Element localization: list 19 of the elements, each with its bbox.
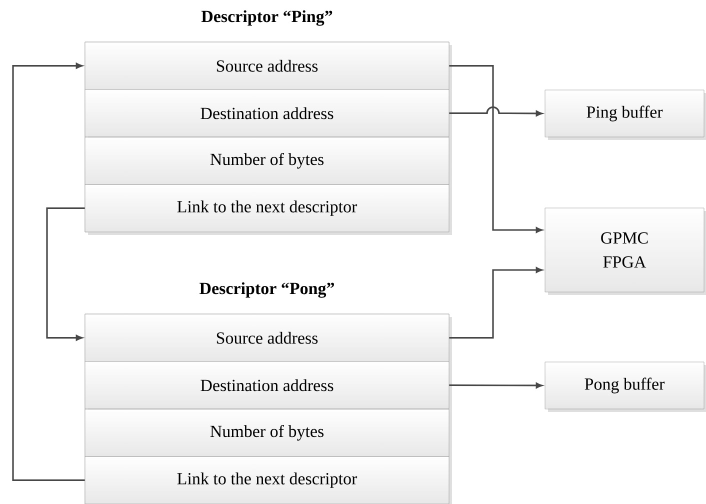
arrow xyxy=(449,65,542,233)
field-cell: Destination address xyxy=(84,361,452,412)
arrow xyxy=(449,267,542,339)
arrow xyxy=(12,62,85,481)
arrow xyxy=(46,207,85,341)
field-cell: Source address xyxy=(84,42,452,92)
node-label: Descriptor “Pong” xyxy=(200,282,334,298)
field-cell: Link to the next descriptor xyxy=(84,456,452,504)
target-box: Ping buffer xyxy=(544,90,706,140)
field-cell: Destination address xyxy=(84,89,452,140)
field-cell: Source address xyxy=(84,314,452,364)
arrow xyxy=(449,106,542,116)
target-box: GPMC FPGA xyxy=(544,208,706,295)
arrow xyxy=(449,382,542,388)
node-label: Descriptor “Ping” xyxy=(201,10,332,26)
field-cell: Link to the next descriptor xyxy=(84,184,452,235)
field-cell: Number of bytes xyxy=(84,408,452,460)
target-box: Pong buffer xyxy=(544,362,706,412)
field-cell: Number of bytes xyxy=(84,136,452,188)
